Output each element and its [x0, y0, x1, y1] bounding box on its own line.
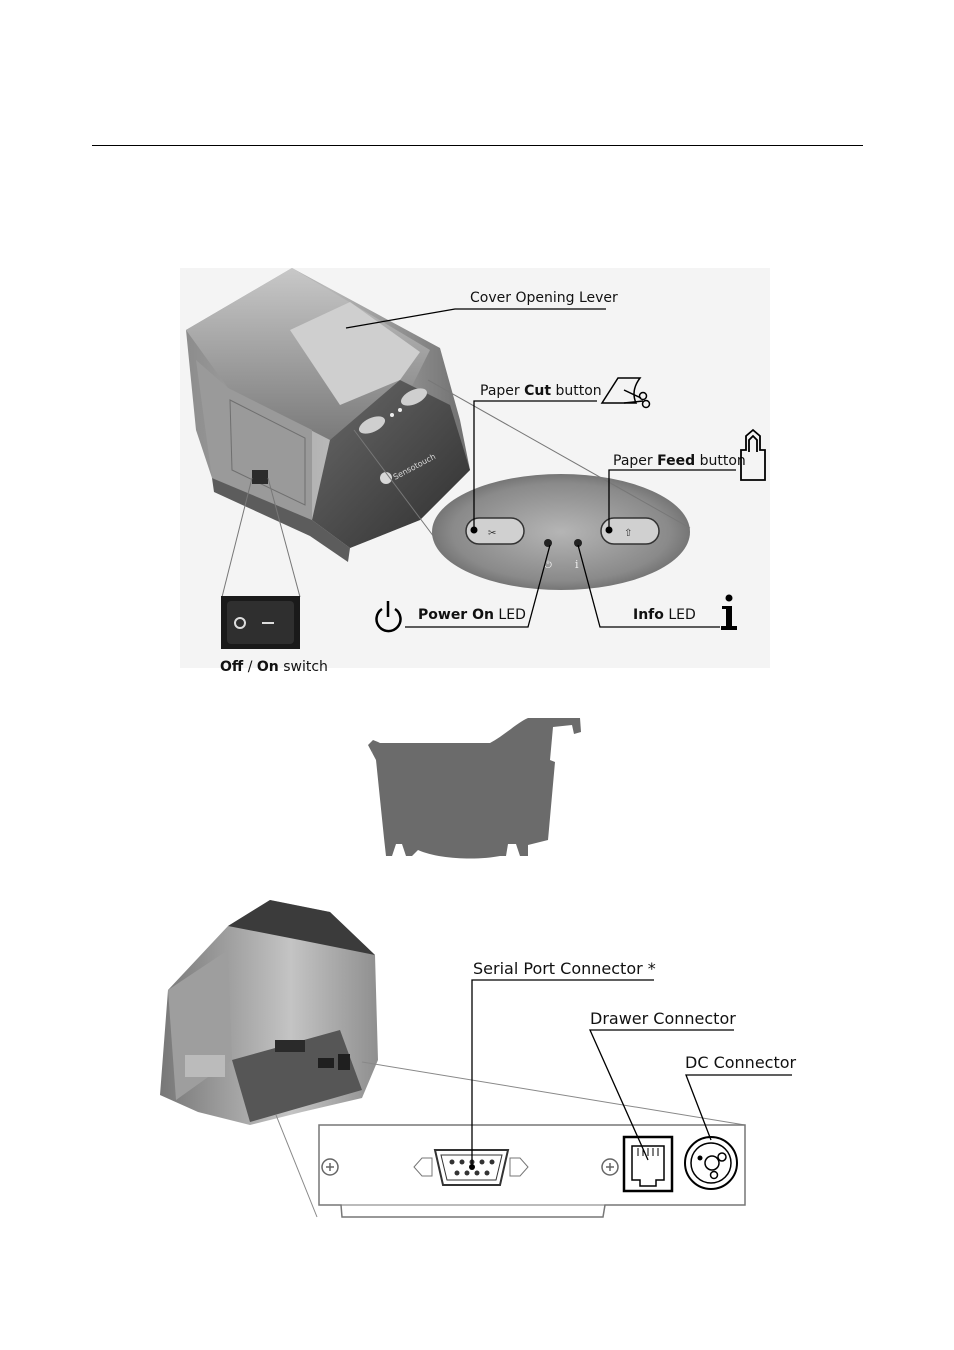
paper-feed-button-label: Paper Feed button: [613, 453, 746, 469]
dc-connector-label: DC Connector: [685, 1053, 797, 1072]
control-panel-zoom: ⏻ i ✂ ⇧: [432, 474, 690, 590]
off-on-switch-closeup: [221, 596, 300, 649]
serial-port-connector-label: Serial Port Connector *: [473, 959, 656, 978]
svg-text:⇧: ⇧: [624, 528, 632, 539]
paper-feed-key: [600, 517, 660, 545]
svg-text:✂: ✂: [488, 528, 496, 539]
zoom-guide-lines: [221, 379, 691, 598]
paper-cut-icon: [600, 377, 651, 409]
power-on-led-label: Power On LED: [418, 607, 526, 623]
paper-feed-icon: [740, 428, 766, 481]
off-on-switch-label: Off / On switch: [220, 659, 328, 675]
cover-opening-lever-label: Cover Opening Lever: [470, 290, 618, 306]
paper-cut-key: [465, 517, 525, 545]
drawer-connector: [622, 1135, 674, 1193]
connector-panel: [318, 1124, 746, 1218]
svg-text:⏻: ⏻: [544, 560, 552, 571]
svg-text:i: i: [575, 558, 579, 571]
drawer-connector-label: Drawer Connector: [590, 1009, 736, 1028]
dc-connector: [684, 1136, 738, 1190]
power-icon: [375, 601, 402, 633]
power-led: [544, 539, 552, 547]
header-rule: [92, 145, 863, 146]
rear-zoom-guide-lines: [275, 1061, 746, 1218]
info-led: [574, 539, 582, 547]
figure1-leader-lines: [345, 308, 736, 628]
figure3-leader-lines: [471, 979, 792, 1167]
info-icon: [721, 594, 737, 630]
printer-side-silhouette: [368, 718, 581, 859]
paper-cut-button-label: Paper Cut button: [480, 383, 602, 399]
info-led-label: Info LED: [633, 607, 696, 623]
printer-rear-photo: [160, 900, 378, 1125]
